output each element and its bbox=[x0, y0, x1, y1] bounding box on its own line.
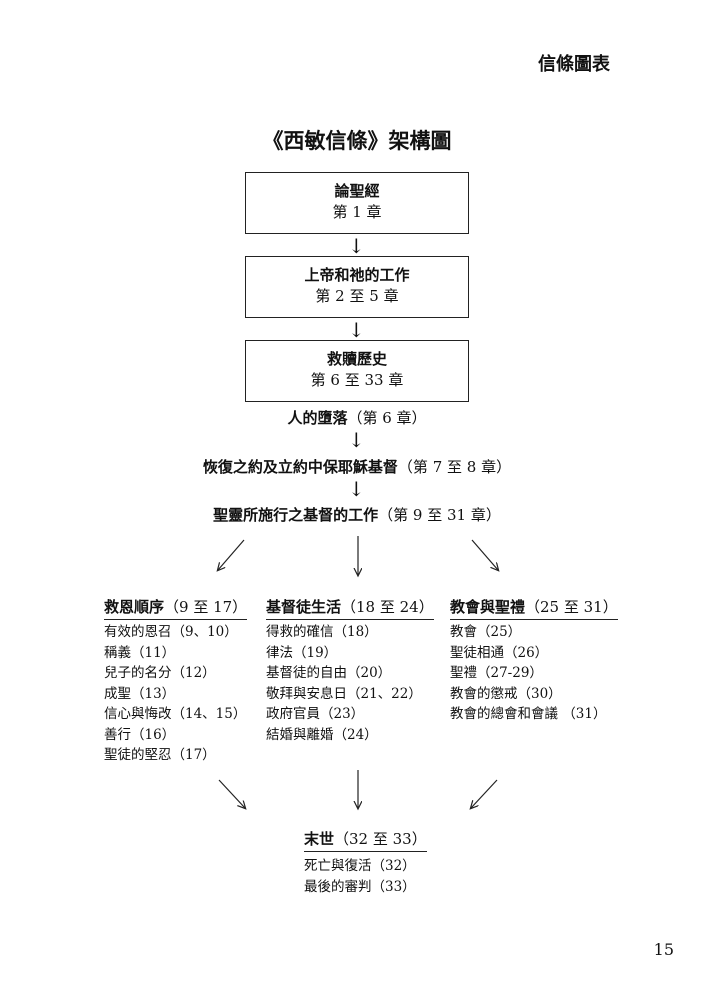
list-item: 善行（16） bbox=[104, 726, 176, 743]
box-subtitle: 第 2 至 5 章 bbox=[315, 287, 399, 305]
list-item: 死亡與復活（32） bbox=[304, 858, 416, 874]
flow-covenant: 恢復之約及立約中保耶穌基督（第 7 至 8 章） bbox=[202, 458, 512, 476]
list-item: 教會的總會和會議 （31） bbox=[450, 706, 607, 722]
box-god-works: 上帝和祂的工作 第 2 至 5 章 bbox=[245, 256, 469, 318]
list-christian-life: 得救的確信（18） 律法（19） 基督徒的自由（20） 敬拜與安息日（21、22… bbox=[266, 622, 422, 745]
list-salvation-order: 有效的恩召（9、10） 稱義（11） 兒子的名分（12） 成聖（13） 信心與悔… bbox=[104, 622, 246, 766]
list-item: 律法（19） bbox=[266, 644, 338, 661]
list-item: 教會（25） bbox=[450, 624, 522, 640]
arrow-down-icon: ↓ bbox=[348, 477, 365, 501]
box-scripture: 論聖經 第 1 章 bbox=[245, 172, 469, 234]
running-header: 信條圖表 bbox=[538, 54, 610, 75]
box-title: 論聖經 bbox=[334, 182, 380, 200]
list-item: 教會的懲戒（30） bbox=[450, 685, 562, 702]
arrow-down-left-icon bbox=[218, 539, 245, 570]
page-title: 《西敏信條》架構圖 bbox=[262, 128, 452, 153]
arrow-down-icon: ↓ bbox=[348, 318, 365, 342]
list-item: 政府官員（23） bbox=[266, 706, 365, 722]
column-heading-church-sacraments: 教會與聖禮（25 至 31） bbox=[450, 596, 618, 620]
list-item: 成聖（13） bbox=[104, 685, 176, 702]
page-number: 15 bbox=[653, 940, 674, 959]
list-item: 稱義（11） bbox=[104, 644, 176, 661]
list-church-sacraments: 教會（25） 聖徒相通（26） 聖禮（27-29） 教會的懲戒（30） 教會的總… bbox=[450, 622, 606, 725]
column-heading-salvation-order: 救恩順序（9 至 17） bbox=[104, 596, 248, 620]
list-item: 結婚與離婚（24） bbox=[266, 726, 378, 743]
list-item: 兒子的名分（12） bbox=[104, 665, 216, 681]
box-title: 救贖歷史 bbox=[326, 350, 387, 368]
list-item: 信心與悔改（14、15） bbox=[104, 706, 247, 722]
list-item: 基督徒的自由（20） bbox=[266, 665, 392, 681]
list-item: 聖禮（27-29） bbox=[450, 665, 543, 681]
arrow-down-right-icon bbox=[471, 539, 498, 570]
box-subtitle: 第 1 章 bbox=[332, 203, 382, 221]
list-last-things: 死亡與復活（32） 最後的審判（33） bbox=[304, 856, 416, 897]
list-item: 最後的審判（33） bbox=[304, 878, 416, 895]
box-redemption-history: 救贖歷史 第 6 至 33 章 bbox=[245, 340, 469, 402]
arrow-down-right-icon bbox=[218, 779, 245, 808]
arrow-down-left-icon bbox=[471, 779, 498, 808]
arrow-down-icon: ↓ bbox=[348, 234, 365, 258]
flow-spirit-work: 聖靈所施行之基督的工作（第 9 至 31 章） bbox=[213, 506, 501, 524]
list-item: 聖徒相通（26） bbox=[450, 644, 549, 661]
box-subtitle: 第 6 至 33 章 bbox=[310, 371, 404, 389]
list-item: 聖徒的堅忍（17） bbox=[104, 747, 216, 763]
flow-fall: 人的墮落（第 6 章） bbox=[287, 409, 427, 427]
arrow-down-icon: ↓ bbox=[348, 428, 365, 452]
section-heading-last-things: 末世（32 至 33） bbox=[304, 828, 427, 852]
list-item: 得救的確信（18） bbox=[266, 624, 378, 640]
list-item: 敬拜與安息日（21、22） bbox=[266, 685, 422, 702]
column-heading-christian-life: 基督徒生活（18 至 24） bbox=[266, 596, 434, 620]
list-item: 有效的恩召（9、10） bbox=[104, 624, 238, 640]
box-title: 上帝和祂的工作 bbox=[304, 266, 410, 284]
